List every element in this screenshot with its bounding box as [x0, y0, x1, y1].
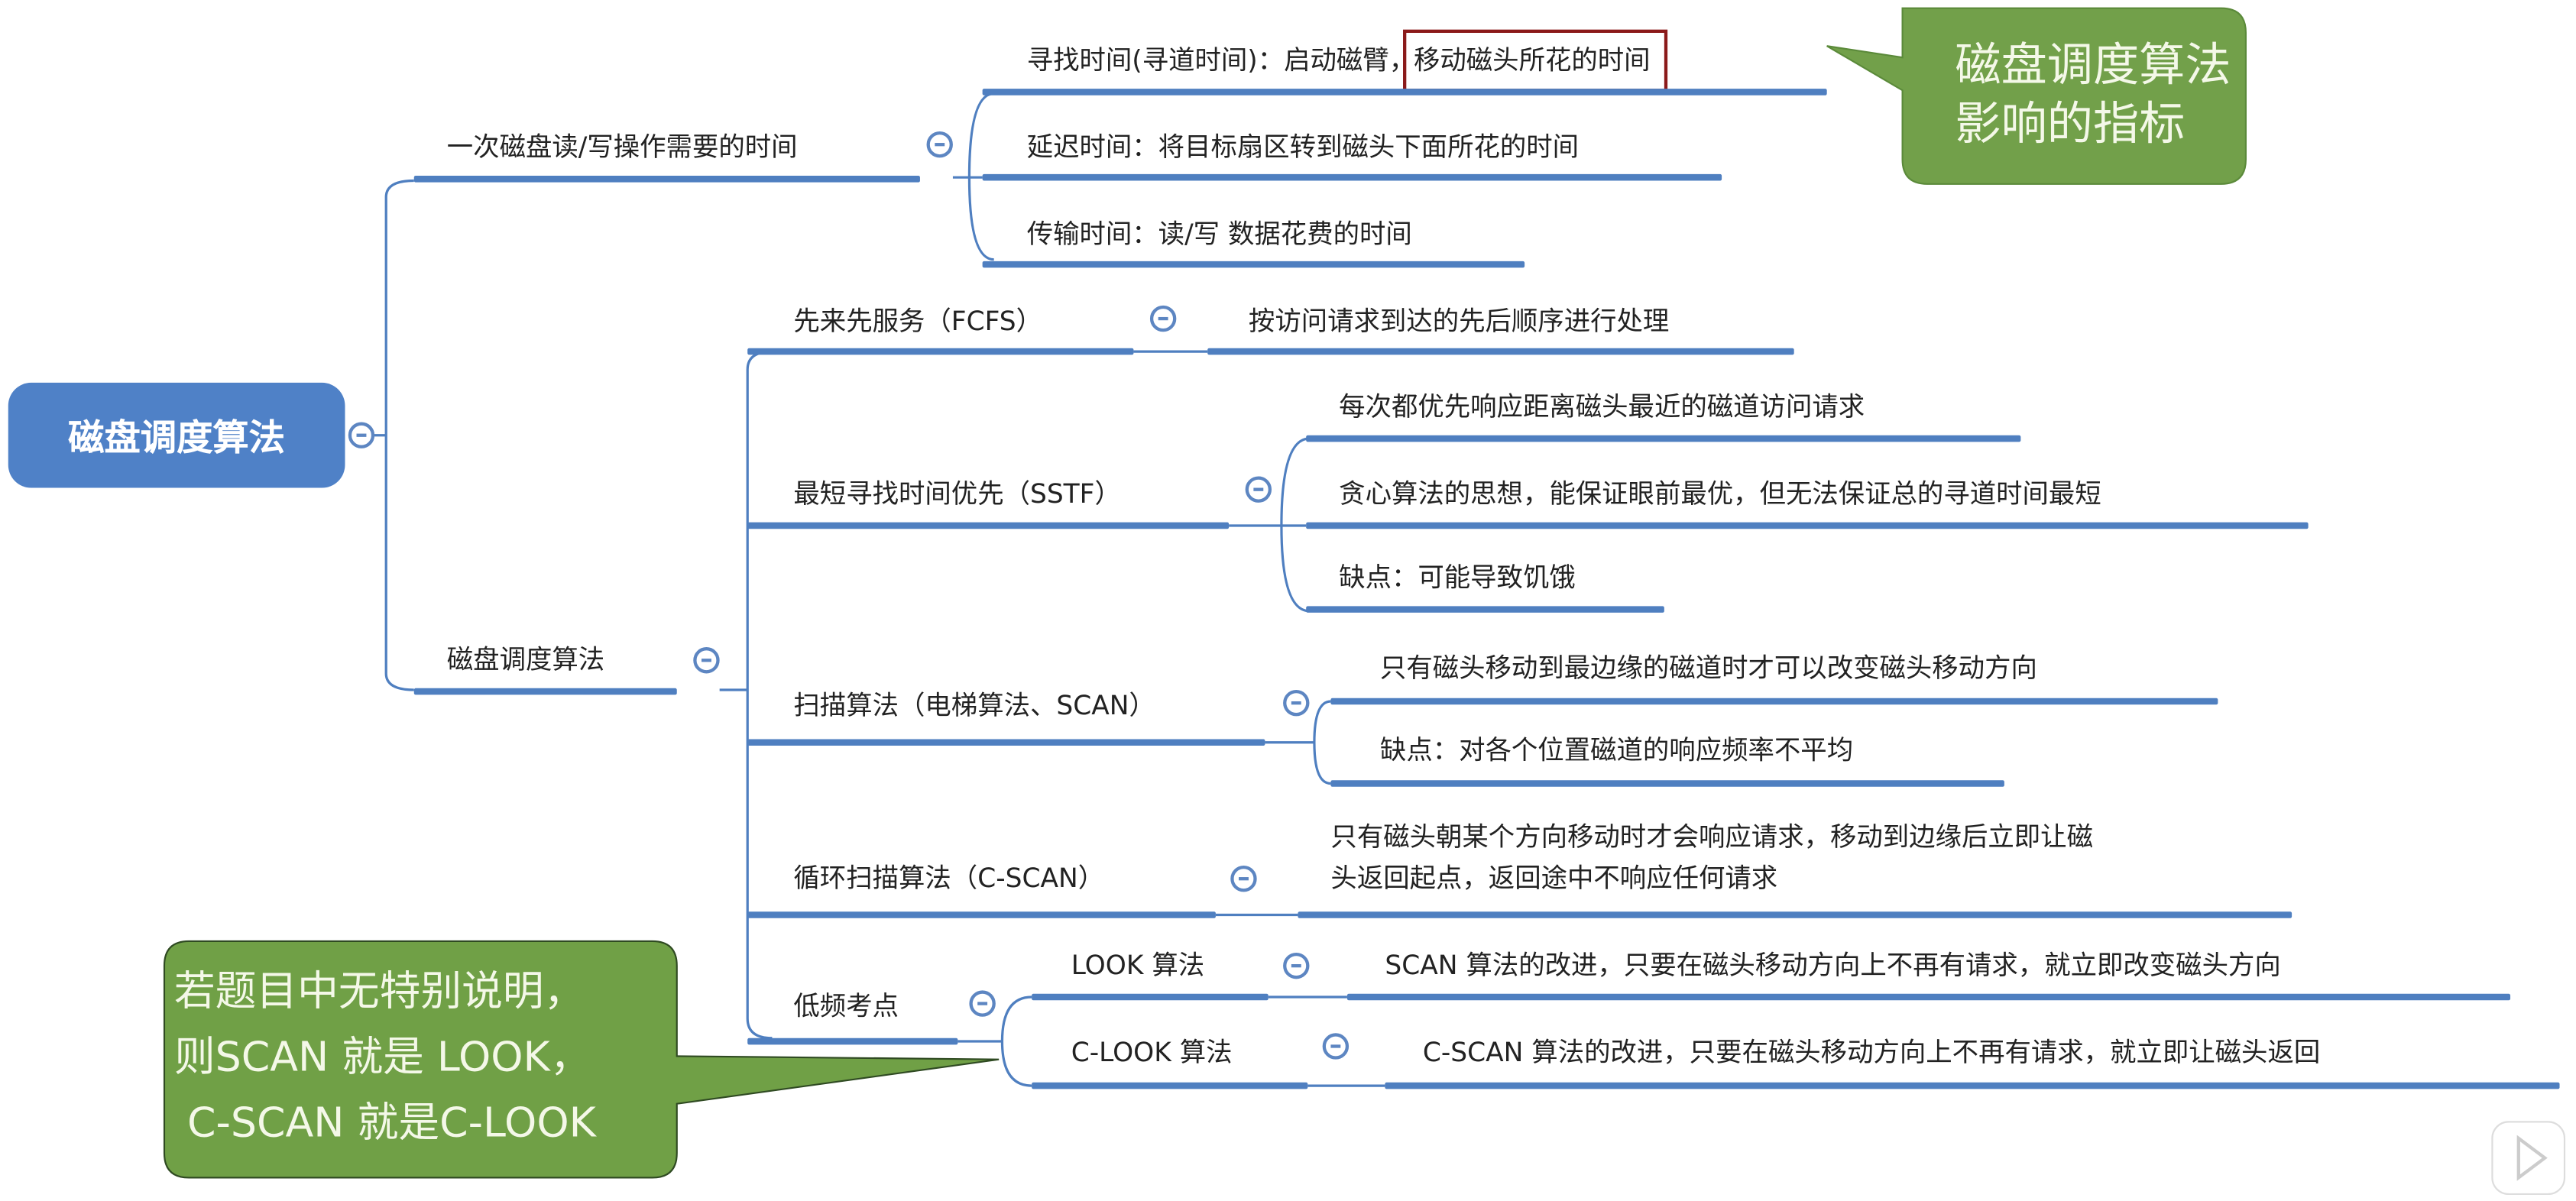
- node-look[interactable]: LOOK 算法: [1071, 949, 1205, 981]
- root-connector: [371, 179, 414, 691]
- callout-line: C-SCAN 就是C-LOOK: [173, 1099, 596, 1147]
- note-callout: 若题目中无特别说明， 则SCAN 就是 LOOK， C-SCAN 就是C-LOO…: [174, 960, 596, 1157]
- algos-connector: [719, 350, 773, 1040]
- node-low-frequency[interactable]: 低频考点: [793, 990, 899, 1022]
- collapse-toggle[interactable]: [1245, 476, 1272, 503]
- callout-line: 磁盘调度算法: [1955, 37, 2231, 92]
- node-rotational-delay[interactable]: 延迟时间：将目标扇区转到磁头下面所花的时间: [1026, 131, 1580, 163]
- node-read-write-time[interactable]: 一次磁盘读/写操作需要的时间: [446, 131, 798, 163]
- node-cscan-desc-2[interactable]: 头返回起点，返回途中不响应任何请求: [1330, 862, 1778, 894]
- node-seek-time[interactable]: 寻找时间(寻道时间)：启动磁臂，移动磁头所花的时间: [1026, 29, 1667, 92]
- underline: [747, 911, 1216, 918]
- root-node[interactable]: 磁盘调度算法: [8, 382, 345, 488]
- node-sstf-desc-3[interactable]: 缺点：可能导致饥饿: [1339, 562, 1576, 594]
- underline: [1298, 911, 2292, 918]
- collapse-toggle[interactable]: [1230, 865, 1257, 892]
- collapse-toggle[interactable]: [1283, 689, 1310, 717]
- collapse-toggle[interactable]: [693, 647, 720, 674]
- node-transfer-time[interactable]: 传输时间：读/写 数据花费的时间: [1026, 218, 1412, 250]
- underline: [982, 89, 1827, 95]
- underline: [1207, 348, 1794, 355]
- underline: [747, 1038, 958, 1045]
- node-scheduling-algorithms[interactable]: 磁盘调度算法: [446, 643, 605, 675]
- callout-line: 则SCAN 就是 LOOK，: [173, 1033, 591, 1081]
- metrics-callout: 磁盘调度算法 影响的指标: [1955, 36, 2231, 154]
- collapse-toggle[interactable]: [1322, 1033, 1350, 1060]
- underline: [1346, 993, 2511, 1001]
- underline: [747, 739, 1265, 746]
- collapse-toggle[interactable]: [926, 131, 953, 158]
- underline: [1306, 606, 1664, 613]
- node-cscan[interactable]: 循环扫描算法（C-SCAN）: [793, 862, 1105, 894]
- node-clook[interactable]: C-LOOK 算法: [1071, 1036, 1233, 1068]
- collapse-toggle[interactable]: [1283, 952, 1310, 979]
- seek-time-text: 寻找时间(寻道时间)：启动磁臂，: [1026, 44, 1416, 76]
- node-scan[interactable]: 扫描算法（电梯算法、SCAN）: [793, 689, 1155, 721]
- underline: [1306, 435, 2021, 442]
- node-sstf-desc-2[interactable]: 贪心算法的思想，能保证眼前最优，但无法保证总的寻道时间最短: [1339, 477, 2101, 510]
- collapse-toggle[interactable]: [969, 990, 996, 1017]
- callout-line: 若题目中无特别说明，: [173, 967, 585, 1015]
- node-cscan-desc-1[interactable]: 只有磁头朝某个方向移动时才会响应请求，移动到边缘后立即让磁: [1330, 821, 2094, 853]
- collapse-toggle[interactable]: [1149, 305, 1177, 332]
- node-scan-desc-2[interactable]: 缺点：对各个位置磁道的响应频率不平均: [1379, 734, 1854, 766]
- node-scan-desc-1[interactable]: 只有磁头移动到最边缘的磁道时才可以改变磁头移动方向: [1379, 652, 2037, 684]
- node-clook-desc[interactable]: C-SCAN 算法的改进，只要在磁头移动方向上不再有请求，就立即让磁头返回: [1422, 1036, 2321, 1068]
- node-sstf-desc-1[interactable]: 每次都优先响应距离磁头最近的磁道访问请求: [1339, 390, 1865, 422]
- underline: [982, 261, 1525, 268]
- node-fcfs[interactable]: 先来先服务（FCFS）: [793, 305, 1043, 337]
- underline: [1330, 698, 2218, 705]
- underline: [982, 173, 1722, 181]
- node-look-desc[interactable]: SCAN 算法的改进，只要在磁头移动方向上不再有请求，就立即改变磁头方向: [1385, 949, 2281, 981]
- metrics-callout-shape: [1826, 7, 2247, 185]
- node-fcfs-desc[interactable]: 按访问请求到达的先后顺序进行处理: [1248, 305, 1670, 337]
- highlighted-text: 移动磁头所花的时间: [1401, 29, 1667, 92]
- underline: [1385, 1082, 2560, 1089]
- underline: [1330, 780, 2004, 787]
- note-callout-shape: [163, 940, 1000, 1179]
- root-label: 磁盘调度算法: [68, 419, 286, 460]
- underline: [747, 522, 1230, 529]
- underline: [747, 348, 1134, 355]
- underline: [413, 176, 920, 183]
- callout-line: 影响的指标: [1955, 96, 2186, 151]
- play-icon[interactable]: [2491, 1121, 2566, 1196]
- node-sstf[interactable]: 最短寻找时间优先（SSTF）: [793, 477, 1121, 510]
- underline: [1032, 1082, 1308, 1089]
- underline: [1306, 522, 2309, 529]
- underline: [413, 688, 677, 695]
- collapse-toggle[interactable]: [348, 422, 375, 448]
- underline: [1032, 993, 1269, 1001]
